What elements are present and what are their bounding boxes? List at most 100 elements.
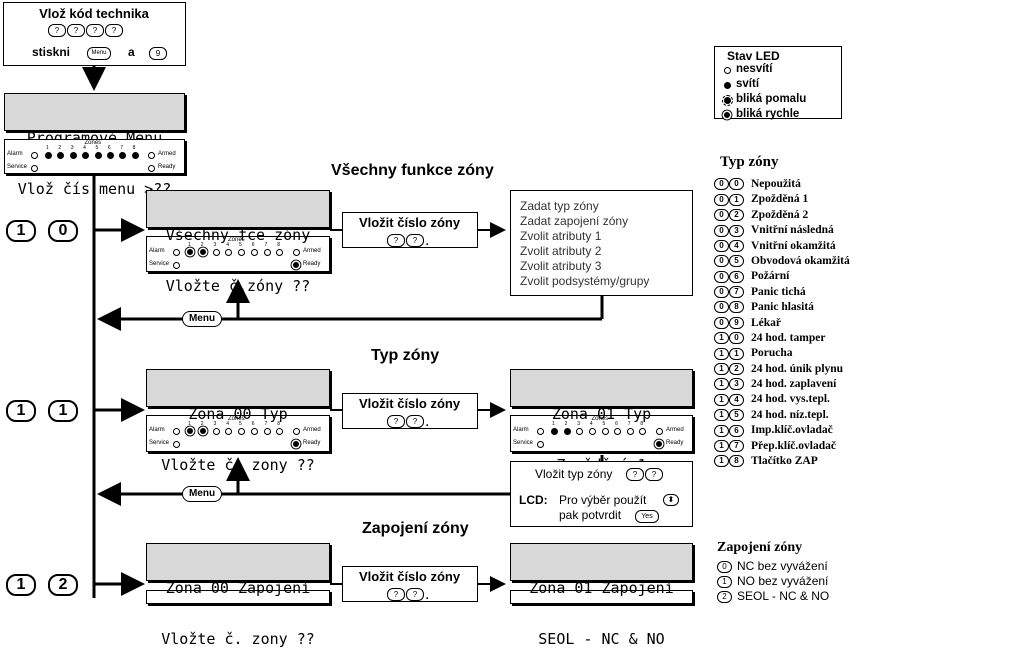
zone-number: 8 — [132, 145, 136, 151]
code-key: 0 — [714, 286, 729, 299]
zone-type-label: Obvodová okamžitá — [751, 254, 850, 267]
zone-type-label: Zpožděná 2 — [751, 208, 809, 221]
zone-led — [263, 428, 271, 435]
zone-number: 8 — [640, 421, 644, 427]
enter-zone-box-11: Vložit číslo zóny ??. — [342, 393, 478, 430]
up-down-icon: ⬍ — [663, 494, 679, 506]
zones-label: Zones — [591, 416, 609, 422]
alarm-led — [173, 249, 180, 256]
zone-led — [45, 152, 52, 159]
zone-led — [57, 152, 65, 159]
hint-line2: Pro výběr použít — [559, 493, 647, 507]
zone-type-label: 24 hod. tamper — [751, 331, 826, 344]
submenu-item: Zadat zapojení zóny — [520, 214, 629, 228]
zone-led — [626, 428, 634, 435]
zone-number: 7 — [264, 421, 268, 427]
enter-zone-keys: ??. — [387, 586, 429, 604]
code-key: 0 — [714, 301, 729, 314]
zone-led — [238, 428, 245, 435]
key: ? — [387, 588, 405, 602]
zone-number: 8 — [277, 421, 281, 427]
alarm-led — [537, 428, 544, 435]
zone-number: 1 — [552, 421, 555, 427]
zone-number: 3 — [213, 242, 217, 248]
key-9: 9 — [149, 47, 167, 60]
zone-led — [639, 428, 647, 435]
code-key: 2 — [717, 590, 732, 603]
zone-led — [106, 152, 114, 159]
menu-key: Menu — [87, 47, 111, 60]
alarm-label: Alarm — [7, 151, 23, 157]
zone-type-label: Vnitřní následná — [751, 224, 834, 237]
code-key: 1 — [729, 347, 744, 360]
menu-key-1b: 1 — [48, 400, 78, 422]
code-key: 1 — [717, 575, 732, 588]
armed-label: Armed — [303, 427, 321, 433]
code-key: 0 — [714, 270, 729, 283]
armed-led — [293, 249, 300, 256]
zone-number: 1 — [188, 242, 191, 248]
zone-number: 3 — [70, 145, 74, 151]
lcd-line2: Vložte č. zony ?? — [161, 630, 315, 648]
submenu-item: Zvolit podsystémy/grupy — [520, 274, 650, 288]
zone-led — [614, 428, 622, 435]
lcd-10: Všechny fce zóny Vložte č.zóny ?? — [146, 190, 330, 295]
zone-type-label: Přep.klíč.ovladač — [751, 439, 836, 452]
alarm-led — [173, 428, 180, 435]
led-slow-icon — [722, 95, 733, 106]
armed-led — [656, 428, 663, 435]
zone-led — [551, 428, 558, 435]
alarm-led — [31, 152, 38, 159]
zone-type-label: 24 hod. zaplavení — [751, 378, 837, 391]
service-led — [173, 262, 180, 269]
code-key: 1 — [714, 409, 729, 422]
submenu-item: Zvolit atributy 2 — [520, 244, 602, 258]
code-key: 7 — [729, 286, 744, 299]
hint-line1: Vložit typ zóny — [535, 467, 613, 481]
enter-zone-box-12: Vložit číslo zóny ??. — [342, 566, 478, 604]
enter-zone-title: Vložit číslo zóny — [358, 396, 461, 411]
key: ? — [387, 415, 405, 429]
hint-lcd-label: LCD: — [519, 493, 548, 507]
code-key: 3 — [729, 378, 744, 391]
zone-type-label: Zpožděná 1 — [751, 193, 809, 206]
zone-type-label: 24 hod. níz.tepl. — [751, 408, 829, 421]
code-key: 5 — [729, 409, 744, 422]
zone-number: 5 — [239, 421, 242, 427]
code-key: 0 — [714, 209, 729, 222]
led-off-icon — [724, 67, 731, 74]
zone-led — [187, 428, 193, 434]
submenu-item: Zvolit atributy 1 — [520, 229, 602, 243]
lcd-11-result: Zona 01 Typ Zpožděná 1 — [510, 369, 693, 474]
section-title-12: Zapojení zóny — [362, 520, 469, 537]
submenu-item: Zvolit atributy 3 — [520, 259, 602, 273]
zone-type-label: Panic hlasitá — [751, 301, 814, 314]
zone-led — [263, 249, 271, 256]
zone-type-label: Lékař — [751, 316, 782, 329]
lcd-12: Zona 00 Zapojení Vložte č. zony ?? — [146, 543, 330, 648]
code-key: 1 — [714, 424, 729, 437]
code-keys: ???? — [48, 22, 124, 40]
zone-led — [187, 249, 193, 255]
section-title-11: Typ zóny — [371, 347, 440, 364]
zone-number: 4 — [226, 421, 230, 427]
key: ? — [105, 24, 123, 38]
enter-zone-title: Vložit číslo zóny — [358, 215, 461, 230]
zone-led — [82, 152, 90, 159]
zone-led — [225, 428, 233, 435]
zone-type-label: 24 hod. únik plynu — [751, 362, 844, 375]
zone-led — [276, 249, 284, 256]
zone-number: 4 — [589, 421, 593, 427]
code-key: 1 — [714, 378, 729, 391]
led-off-label: nesvítí — [736, 63, 773, 75]
